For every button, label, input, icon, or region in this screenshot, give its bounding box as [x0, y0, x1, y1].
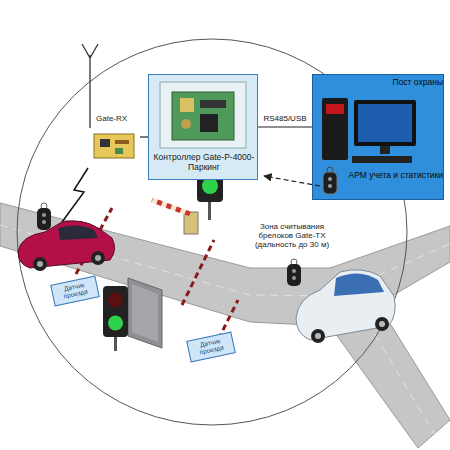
zone-note: Зона считывания брелоков Gate-TX (дально…	[242, 222, 342, 250]
receiver-box: Gate-RX	[86, 112, 140, 162]
keyfob	[323, 167, 337, 194]
sensor-box: Датчик проезда	[50, 275, 100, 306]
sensor-box: Датчик проезда	[186, 331, 236, 362]
red-car	[18, 221, 115, 271]
node-title: Датчик проезда	[189, 335, 233, 358]
radio-signal	[62, 168, 88, 222]
barrier	[152, 200, 198, 234]
receiver-board	[94, 134, 134, 158]
keyfob	[37, 203, 51, 230]
node-title: Пост охраны	[365, 78, 443, 88]
traffic-light	[103, 286, 128, 351]
stop-lines	[76, 208, 238, 348]
keyfob	[287, 259, 301, 286]
node-body: АРМ учета и статистики	[343, 171, 443, 181]
road	[0, 203, 450, 448]
connector-line	[140, 136, 148, 137]
controller-box: Контроллер Gate-P-4000-Паркинг	[148, 74, 258, 180]
node-title: Контроллер Gate-P-4000-Паркинг	[153, 153, 255, 173]
wall-texture	[132, 284, 158, 342]
guard-post-box: Пост охраныАРМ учета и статистики	[312, 74, 444, 200]
connector-line	[258, 126, 312, 127]
controller-board	[160, 82, 246, 148]
computer	[322, 98, 416, 163]
connector-label: RS485/USB	[263, 114, 306, 123]
node-title: Gate-RX	[96, 114, 140, 123]
programming-arrow	[264, 176, 320, 186]
antenna	[82, 44, 98, 128]
wall-panel	[128, 278, 162, 348]
node-title: Датчик проезда	[53, 279, 97, 302]
white-car	[296, 270, 395, 343]
